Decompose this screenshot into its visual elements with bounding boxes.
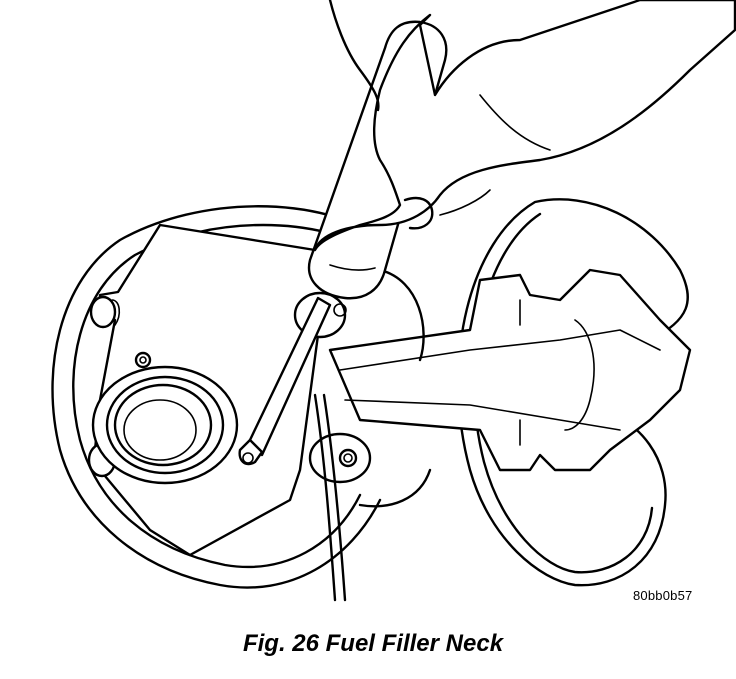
figure-caption: Fig. 26 Fuel Filler Neck [242, 630, 504, 657]
fuel-door-hinge [328, 268, 692, 472]
vent-hose [313, 393, 347, 602]
filler-housing [51, 205, 387, 589]
hand [313, 0, 736, 252]
figure-reference-code: 80bb0b57 [633, 588, 693, 603]
filler-neck-opening [91, 365, 239, 485]
